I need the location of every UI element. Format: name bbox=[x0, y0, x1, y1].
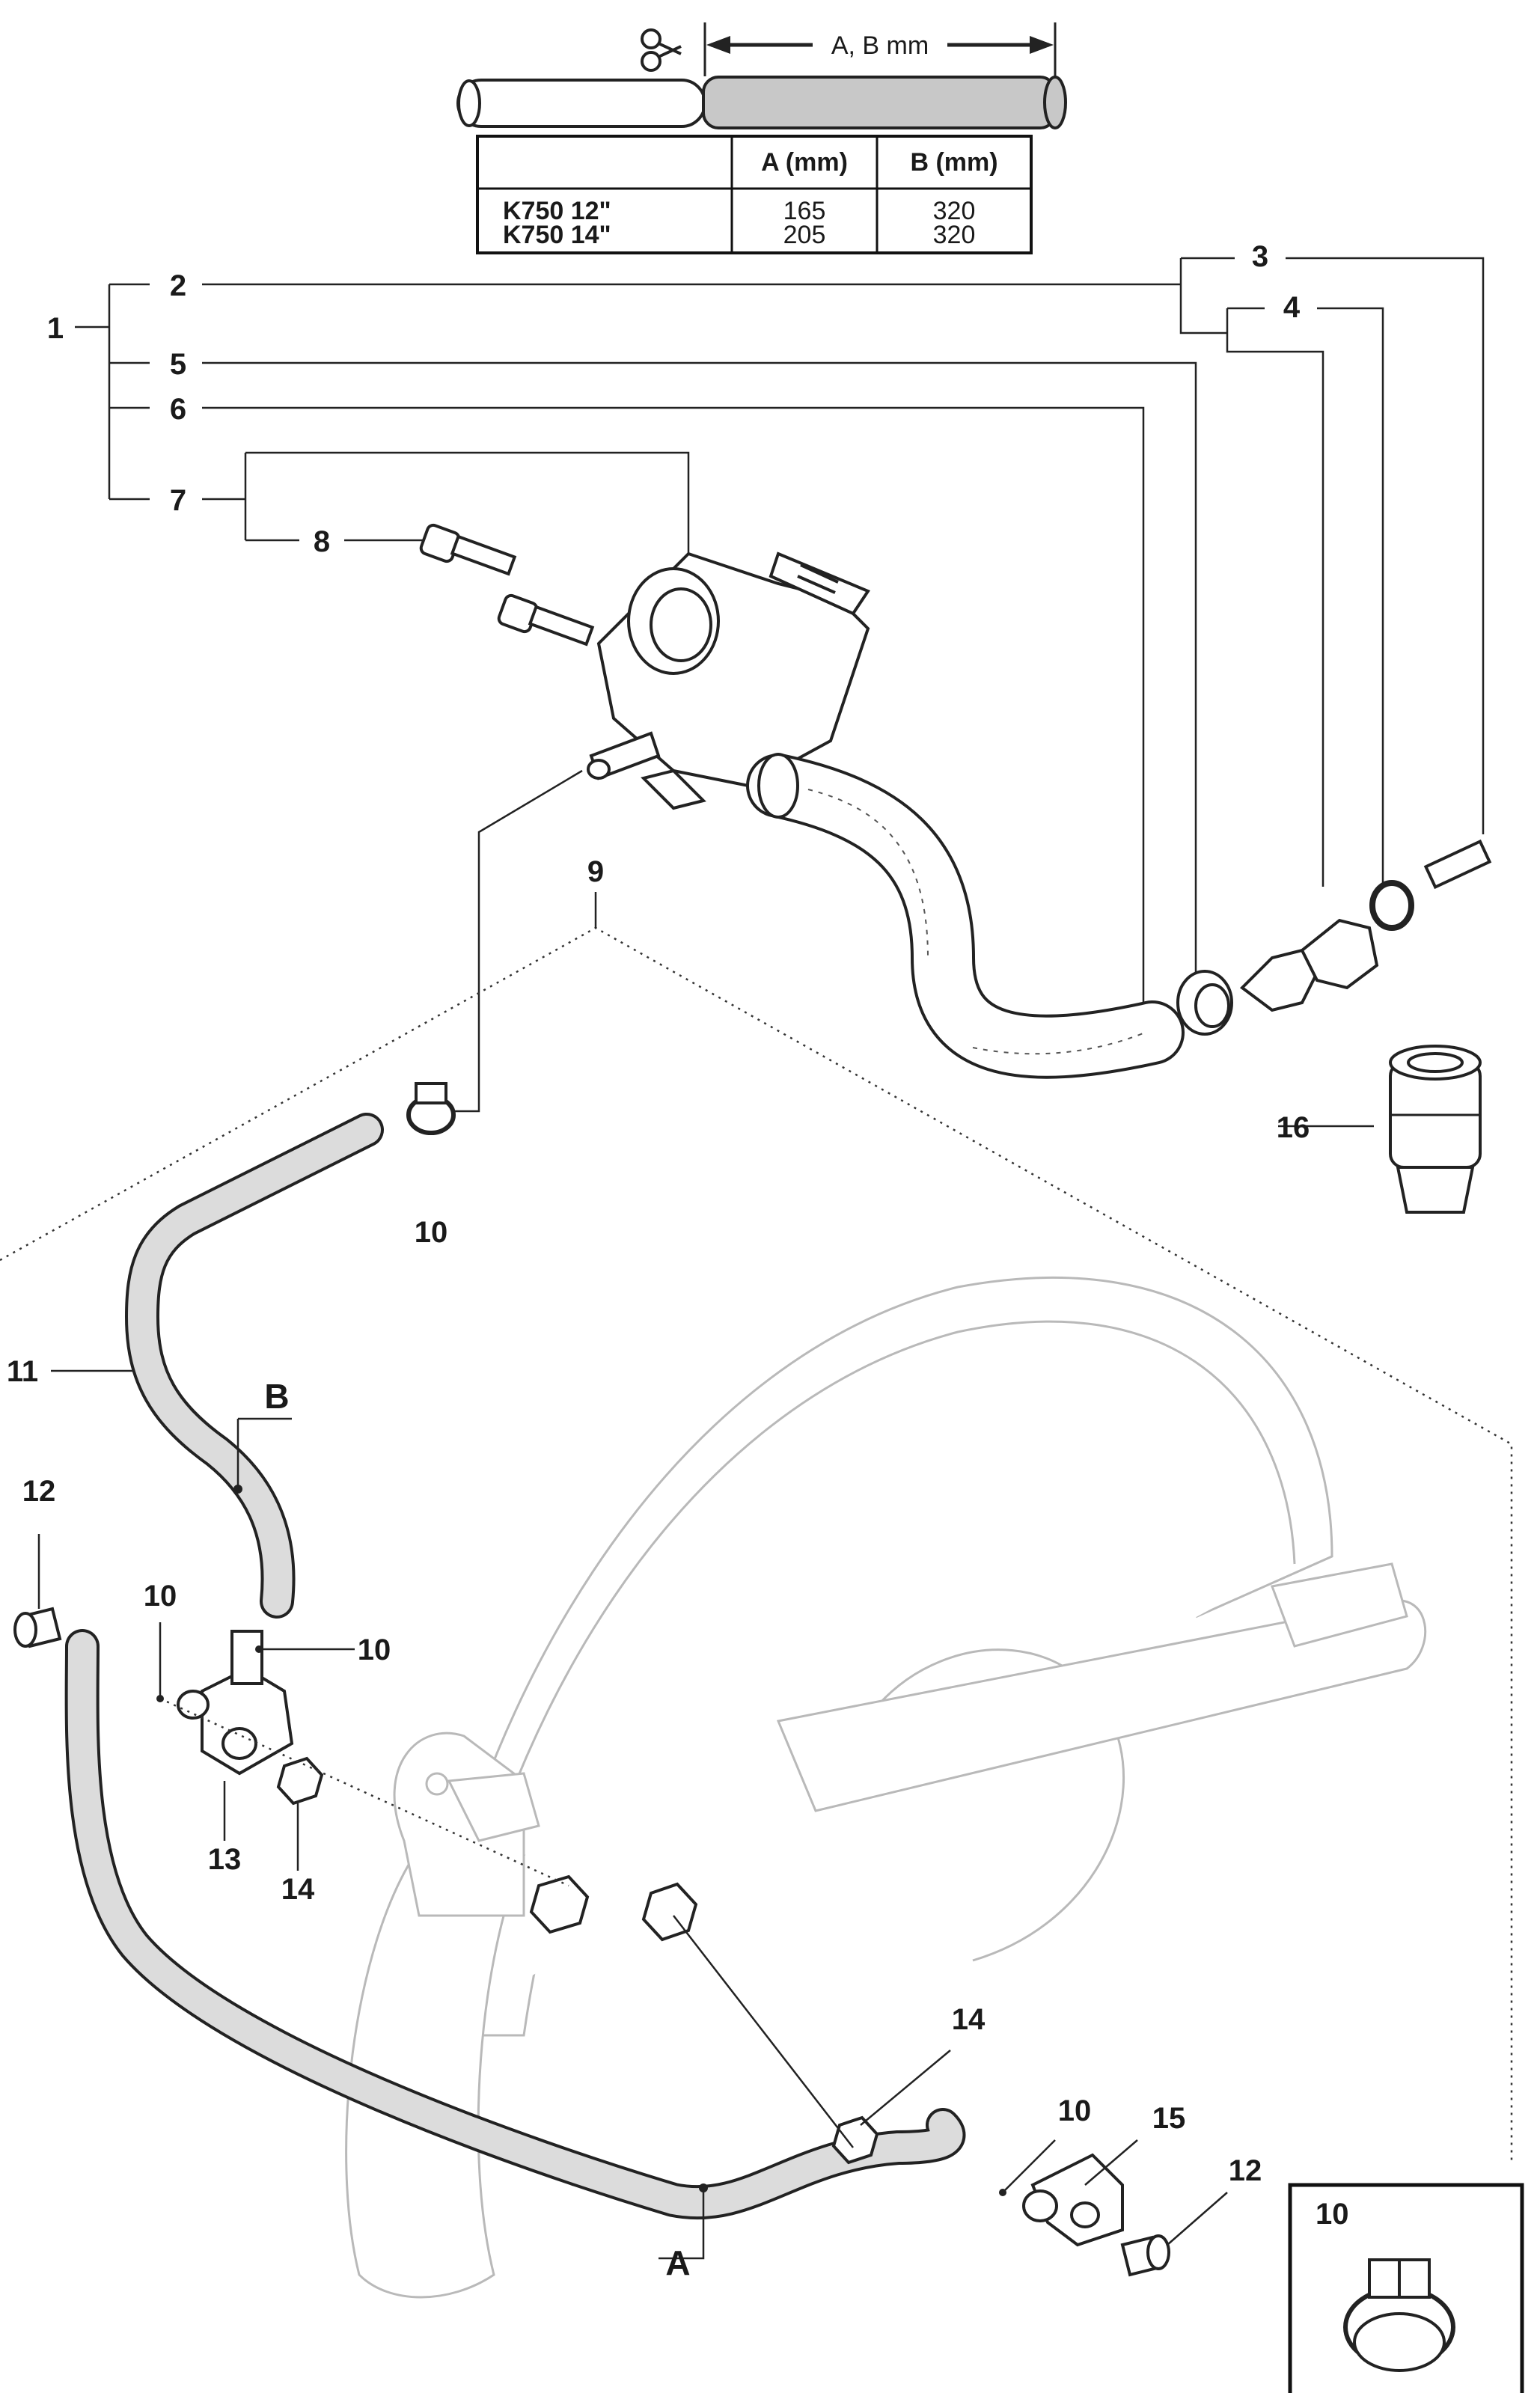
callout-13: 13 bbox=[208, 1843, 242, 1876]
nut-icon bbox=[276, 1756, 879, 2165]
screws bbox=[419, 523, 595, 647]
callout-5: 5 bbox=[170, 348, 186, 381]
table-row-model: K750 14" bbox=[503, 221, 611, 249]
callout-1: 1 bbox=[47, 312, 64, 345]
callout-10: 10 bbox=[144, 1580, 177, 1613]
callout-9: 9 bbox=[587, 855, 604, 888]
clamp-icon bbox=[1343, 2258, 1455, 2372]
table-header-b: B (mm) bbox=[910, 148, 997, 177]
hose-cut-illustration: A, B mm bbox=[456, 22, 1067, 129]
supply-hose bbox=[746, 753, 1185, 1079]
item-9-outline bbox=[0, 892, 1513, 2163]
callout-8: 8 bbox=[314, 525, 330, 558]
callout-12: 12 bbox=[1229, 2154, 1262, 2187]
table-header-a: A (mm) bbox=[761, 148, 848, 177]
length-table: A (mm) B (mm) K750 12" 165 320 K750 14" … bbox=[476, 135, 1033, 254]
scissors-icon bbox=[641, 28, 682, 72]
callout-labels: 1 2 3 4 5 6 7 8 9 10 11 12 10 10 13 14 1… bbox=[7, 240, 1310, 2282]
hose-11 bbox=[125, 1113, 384, 1619]
filter bbox=[1423, 839, 1492, 890]
callout-14: 14 bbox=[952, 2003, 986, 2036]
connector-15 bbox=[1022, 2153, 1124, 2247]
clamp-icon bbox=[406, 1082, 456, 1135]
coupling-parts bbox=[1176, 839, 1492, 1036]
callout-7: 7 bbox=[170, 484, 186, 517]
inset-label: 10 bbox=[1316, 2198, 1349, 2231]
leader-lines bbox=[75, 257, 1485, 1128]
dimension-label: A, B mm bbox=[831, 31, 929, 60]
callout-2: 2 bbox=[170, 269, 186, 302]
callout-16: 16 bbox=[1277, 1111, 1310, 1144]
valve-lever bbox=[769, 551, 871, 616]
callout-3: 3 bbox=[1252, 240, 1268, 273]
callout-14: 14 bbox=[281, 1873, 315, 1906]
clamp-inset: 10 bbox=[1288, 2183, 1524, 2393]
lower-leader-lines bbox=[37, 1369, 1228, 2260]
callout-15: 15 bbox=[1152, 2102, 1186, 2135]
callout-4: 4 bbox=[1283, 291, 1301, 324]
callout-11: 11 bbox=[7, 1355, 38, 1388]
o-ring bbox=[1369, 880, 1414, 931]
table-row-b: 320 bbox=[933, 197, 976, 225]
hose-a bbox=[64, 1629, 966, 2220]
t-connector bbox=[177, 1630, 294, 1776]
table-row-model: K750 12" bbox=[503, 197, 611, 225]
quick-coupling bbox=[1389, 1045, 1482, 1214]
hose-marker-a: A bbox=[665, 2243, 690, 2282]
table-row-a: 205 bbox=[783, 221, 826, 249]
callout-10: 10 bbox=[415, 1216, 448, 1249]
hose-offcut bbox=[456, 79, 706, 128]
table-row-b: 320 bbox=[933, 221, 976, 249]
callout-6: 6 bbox=[170, 393, 186, 426]
connector bbox=[1300, 918, 1379, 990]
callout-10: 10 bbox=[1058, 2094, 1092, 2127]
hose-marker-b: B bbox=[264, 1377, 289, 1416]
end-cap-icon bbox=[13, 1607, 1170, 2277]
table-row-a: 165 bbox=[783, 197, 826, 225]
callout-10: 10 bbox=[358, 1633, 391, 1666]
water-valve bbox=[587, 551, 871, 810]
callout-12: 12 bbox=[22, 1475, 56, 1508]
hose-cut-piece bbox=[702, 76, 1057, 129]
blade-guard bbox=[345, 1276, 1427, 2299]
